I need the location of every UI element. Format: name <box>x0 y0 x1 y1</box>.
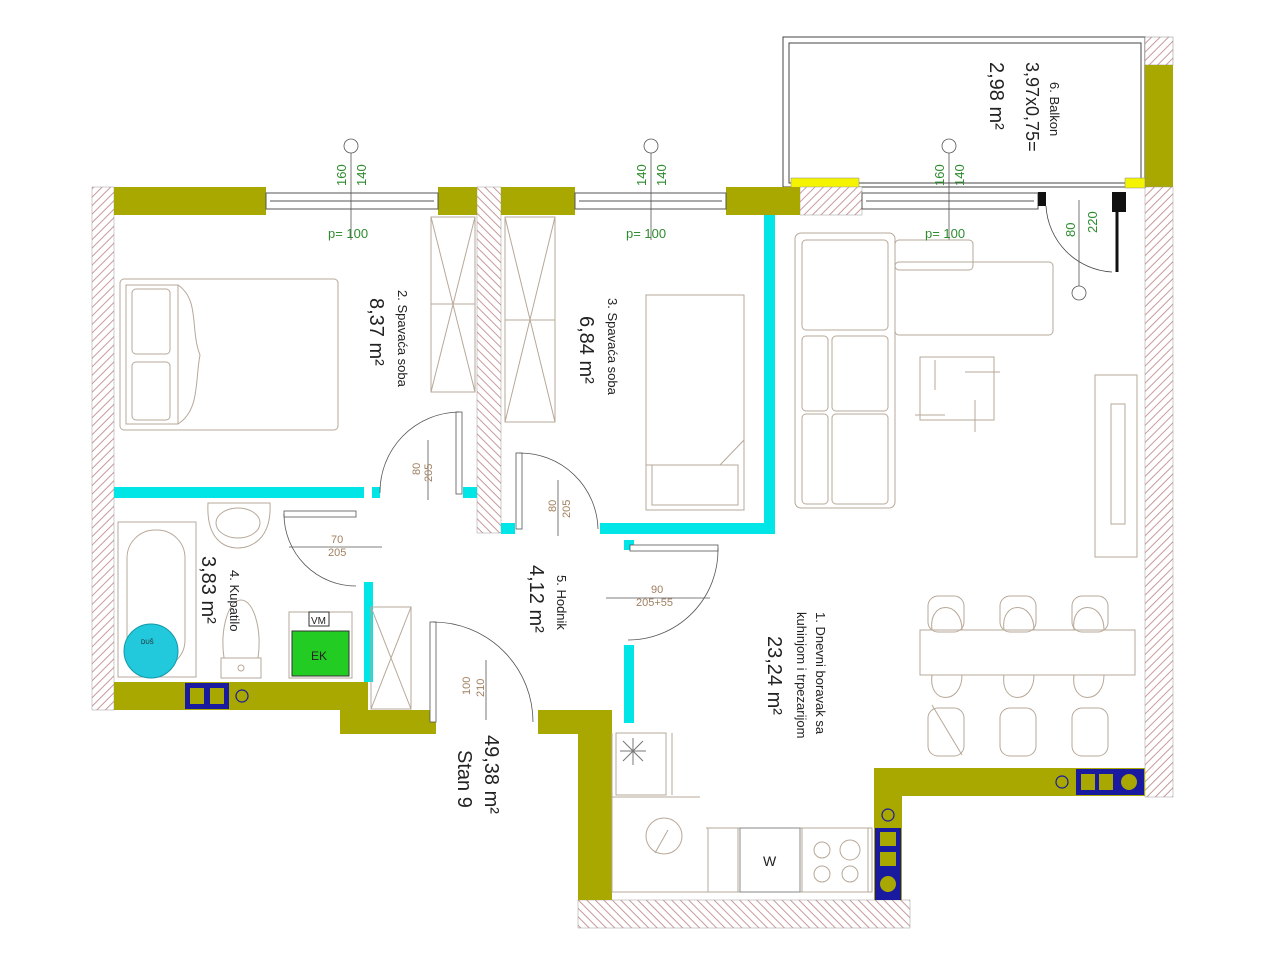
interior-partitions <box>114 215 775 723</box>
door-1-width: 80 <box>411 463 423 475</box>
door-5-width: 100 <box>461 677 473 695</box>
room-1-name-2: kuhinjom i trpezarijom <box>794 612 809 738</box>
window-3-width: 160 <box>932 164 947 186</box>
room-6-area: 2,98 m² <box>985 62 1007 130</box>
room-4-area: 3,83 m² <box>197 556 219 624</box>
window-2-height: 140 <box>654 164 669 186</box>
window-2-width: 140 <box>634 164 649 186</box>
room-5-area: 4,12 m² <box>525 565 547 633</box>
window-3-sill: p= 100 <box>925 226 965 241</box>
door-6-width: 80 <box>1063 223 1078 237</box>
fridge-star-icon <box>620 738 646 765</box>
structural-walls <box>114 187 1145 900</box>
floor-drain <box>123 623 179 679</box>
door-2-height: 205 <box>561 500 573 518</box>
room-6-dims: 3,97x0,75= <box>1022 62 1042 152</box>
installation-sockets <box>185 683 1144 900</box>
window-dimensions: 160 140 p= 100 140 140 p= 100 160 140 p=… <box>328 164 967 241</box>
room-5-name: 5. Hodnik <box>554 575 569 630</box>
electric-boiler <box>291 630 350 677</box>
door-2-width: 80 <box>547 500 559 512</box>
dishwasher-box <box>739 827 801 893</box>
exterior-walls-hatched <box>91 186 1174 929</box>
balcony-edge-yellow <box>790 177 860 189</box>
door-4-height: 205+55 <box>636 597 673 609</box>
balcony-door-jamb <box>1038 192 1046 206</box>
electric-boiler-label: EK <box>311 649 327 663</box>
room-3-name: 3. Spavaća soba <box>605 298 620 396</box>
balcony-door-swing <box>1045 205 1113 273</box>
window-2-sill: p= 100 <box>626 226 666 241</box>
furniture <box>117 216 1138 893</box>
doors <box>283 411 719 723</box>
washing-machine-label: VM <box>311 616 326 627</box>
balcony-hatch-top <box>1144 36 1174 66</box>
window-1-sill: p= 100 <box>328 226 368 241</box>
door-5-height: 210 <box>475 679 487 697</box>
washing-machine-tag <box>308 611 330 627</box>
window-1-width: 160 <box>334 164 349 186</box>
room-1-name: 1. Dnevni boravak sa <box>813 612 828 735</box>
room-3-area: 6,84 m² <box>575 316 597 384</box>
room-2-area: 8,37 m² <box>365 298 387 366</box>
door-dimensions: 80 205 80 205 70 205 90 205+55 100 210 <box>328 463 673 697</box>
window-1-height: 140 <box>354 164 369 186</box>
door-3-height: 205 <box>328 547 346 559</box>
room-2-name: 2. Spavaća soba <box>395 290 410 388</box>
window-3-height: 140 <box>952 164 967 186</box>
windows <box>265 192 1039 210</box>
apartment-area: 49,38 m² <box>480 735 502 814</box>
room-labels: 1. Dnevni boravak sa kuhinjom i trpezari… <box>197 62 1062 814</box>
apartment-name: Stan 9 <box>453 750 475 808</box>
door-4-width: 90 <box>651 584 663 596</box>
room-6-name: 6. Balkon <box>1047 82 1062 136</box>
window-markers <box>343 138 1087 301</box>
balcony-door-dimensions: 80 220 <box>1063 211 1100 237</box>
room-1-area: 23,24 m² <box>763 636 785 715</box>
door-1-height: 205 <box>423 464 435 482</box>
balcony-wall-right <box>1145 65 1173 187</box>
door-6-height: 220 <box>1085 211 1100 233</box>
balcony-door-jamb-2 <box>1112 192 1126 212</box>
floor-drain-label: DUŠ <box>141 639 154 646</box>
balcony-edge-yellow-2 <box>1124 177 1146 189</box>
dishwasher-label: W <box>763 853 777 869</box>
door-3-width: 70 <box>331 534 343 546</box>
room-4-name: 4. Kupatilo <box>227 570 242 631</box>
